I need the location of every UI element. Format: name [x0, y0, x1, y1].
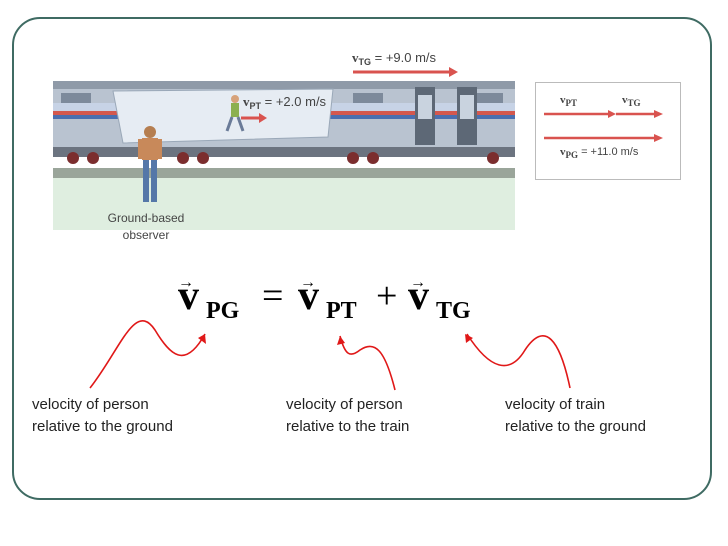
legend-vpg: vPG = +11.0 m/s	[560, 146, 639, 160]
description-person-train: velocity of person relative to the train	[286, 396, 410, 435]
observer-caption: Ground-based observer	[107, 211, 185, 242]
eq-lhs-symbol: v	[178, 273, 199, 319]
ground-observer-figure	[138, 126, 162, 202]
velocity-addition-equation: → v PG = → v PT + → v TG	[170, 272, 500, 332]
vector-legend-box: vPT vTG vPG = +11.0 m/s	[535, 82, 681, 180]
eq-lhs-subscript: PG	[206, 298, 240, 324]
vector-arrow-icon: →	[178, 274, 194, 291]
eq-plus: +	[376, 275, 398, 317]
eq-term2-subscript: TG	[436, 298, 471, 324]
walking-person-figure	[225, 95, 245, 132]
eq-term1-subscript: PT	[326, 298, 357, 324]
legend-arrows	[544, 110, 663, 142]
eq-term2-symbol: v	[408, 273, 429, 319]
eq-term1-symbol: v	[298, 273, 319, 319]
eq-equals: =	[262, 275, 284, 317]
vector-arrow-icon: →	[300, 274, 316, 291]
description-person-ground: velocity of person relative to the groun…	[32, 396, 173, 435]
legend-vtg: vTG	[622, 94, 641, 108]
train-scene-illustration	[53, 45, 515, 230]
description-train-ground: velocity of train relative to the ground	[505, 396, 646, 435]
vtg-label: vTG = +9.0 m/s	[352, 50, 437, 67]
vpt-label: vPT = +2.0 m/s	[243, 94, 327, 111]
legend-vpt: vPT	[560, 94, 578, 108]
vector-arrow-icon: →	[410, 274, 426, 291]
